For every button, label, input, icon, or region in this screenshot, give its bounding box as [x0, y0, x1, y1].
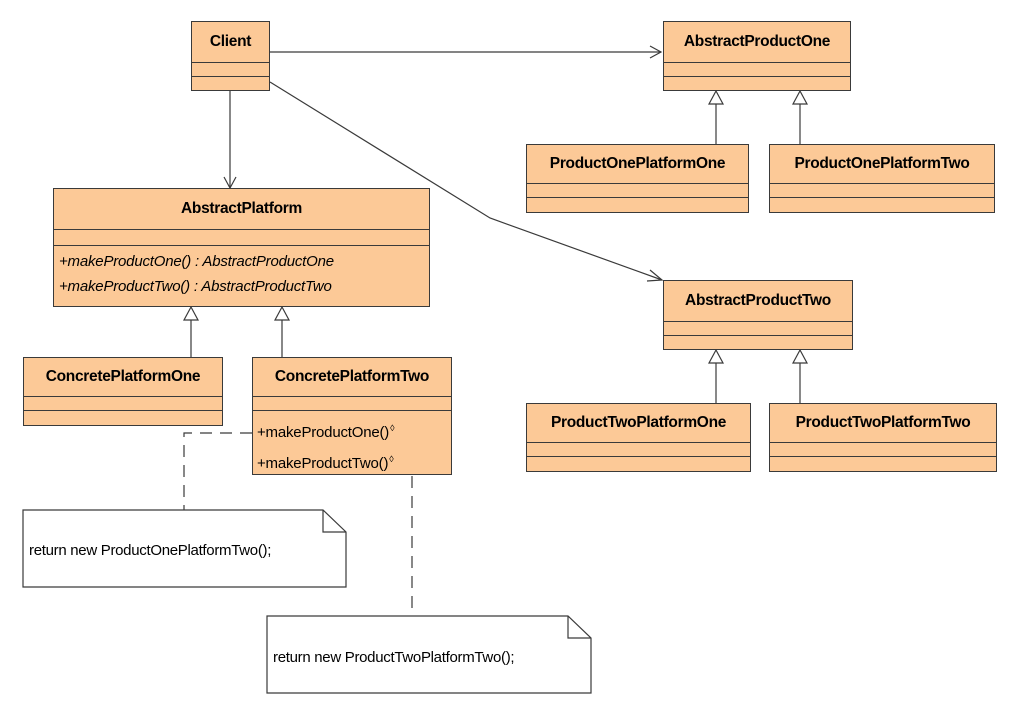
override-marker: ◊ [390, 423, 395, 433]
arrowhead-abstractproducttwo [646, 269, 664, 282]
attributes-compartment [770, 183, 994, 197]
operation-text: +makeProductTwo() [257, 455, 389, 472]
operation-text: +makeProductOne() [257, 424, 390, 441]
class-name: ProductTwoPlatformTwo [795, 414, 971, 431]
class-abstract-product-two[interactable]: AbstractProductTwo [663, 280, 853, 350]
note-two-shape [266, 615, 592, 694]
operations-compartment [24, 410, 222, 425]
note-text: return new ProductTwoPlatformTwo(); [273, 649, 515, 666]
operations-compartment [664, 335, 852, 349]
attributes-compartment [253, 396, 451, 410]
operations-compartment [664, 76, 850, 90]
class-concrete-platform-two[interactable]: ConcretePlatformTwo +makeProductOne()◊ +… [252, 357, 452, 475]
class-name: Client [209, 33, 252, 50]
generalization-triangle-concreteplatformone [182, 305, 200, 321]
generalization-triangle-productoneplatformone [707, 89, 725, 105]
class-product-two-platform-two[interactable]: ProductTwoPlatformTwo [769, 403, 997, 472]
class-client[interactable]: Client [191, 21, 270, 91]
class-product-two-platform-one[interactable]: ProductTwoPlatformOne [526, 403, 751, 472]
attributes-compartment [664, 62, 850, 76]
operation-make-product-two: +makeProductTwo() : AbstractProductTwo [59, 278, 332, 295]
operation-make-product-two: +makeProductTwo()◊ [253, 446, 451, 477]
note-link-note-one [183, 432, 252, 510]
class-name: ProductOnePlatformOne [549, 155, 726, 172]
class-name: ConcretePlatformOne [45, 368, 201, 385]
arrowhead-abstractproductone [649, 45, 663, 59]
class-name: AbstractProductOne [683, 33, 831, 50]
operations-compartment: +makeProductOne()◊ +makeProductTwo()◊ [253, 410, 451, 474]
class-name: ProductTwoPlatformOne [550, 414, 727, 431]
generalization-triangle-productoneplatformtwo [791, 89, 809, 105]
note-one[interactable]: return new ProductOnePlatformTwo(); [23, 510, 346, 587]
operation-make-product-one: +makeProductOne()◊ [253, 415, 451, 446]
class-name: ConcretePlatformTwo [274, 368, 430, 385]
attributes-compartment [527, 442, 750, 456]
generalization-triangle-concreteplatformtwo [273, 305, 291, 321]
class-product-one-platform-two[interactable]: ProductOnePlatformTwo [769, 144, 995, 213]
operation-make-product-one: +makeProductOne() : AbstractProductOne [59, 253, 334, 270]
class-abstract-platform[interactable]: AbstractPlatform +makeProductOne() : Abs… [53, 188, 430, 307]
association-client-abstractproducttwo [269, 81, 663, 281]
attributes-compartment [192, 62, 269, 76]
note-two[interactable]: return new ProductTwoPlatformTwo(); [267, 616, 591, 693]
attributes-compartment [54, 229, 429, 245]
operations-compartment [527, 456, 750, 471]
class-name: AbstractPlatform [181, 200, 302, 217]
generalization-triangle-producttwoplatformone [707, 348, 725, 364]
override-marker: ◊ [389, 454, 394, 464]
operations-compartment [192, 76, 269, 90]
note-one-shape [22, 509, 347, 588]
operations-compartment [527, 197, 748, 212]
class-product-one-platform-one[interactable]: ProductOnePlatformOne [526, 144, 749, 213]
attributes-compartment [664, 321, 852, 335]
class-name: AbstractProductTwo [685, 292, 831, 309]
operations-compartment: +makeProductOne() : AbstractProductOne +… [54, 245, 429, 306]
attributes-compartment [527, 183, 748, 197]
class-name: ProductOnePlatformTwo [794, 155, 970, 172]
generalization-triangle-producttwoplatformtwo [791, 348, 809, 364]
attributes-compartment [770, 442, 996, 456]
operations-compartment [770, 197, 994, 212]
class-abstract-product-one[interactable]: AbstractProductOne [663, 21, 851, 91]
note-text: return new ProductOnePlatformTwo(); [29, 542, 272, 559]
class-concrete-platform-one[interactable]: ConcretePlatformOne [23, 357, 223, 426]
attributes-compartment [24, 396, 222, 410]
operations-compartment [770, 456, 996, 471]
